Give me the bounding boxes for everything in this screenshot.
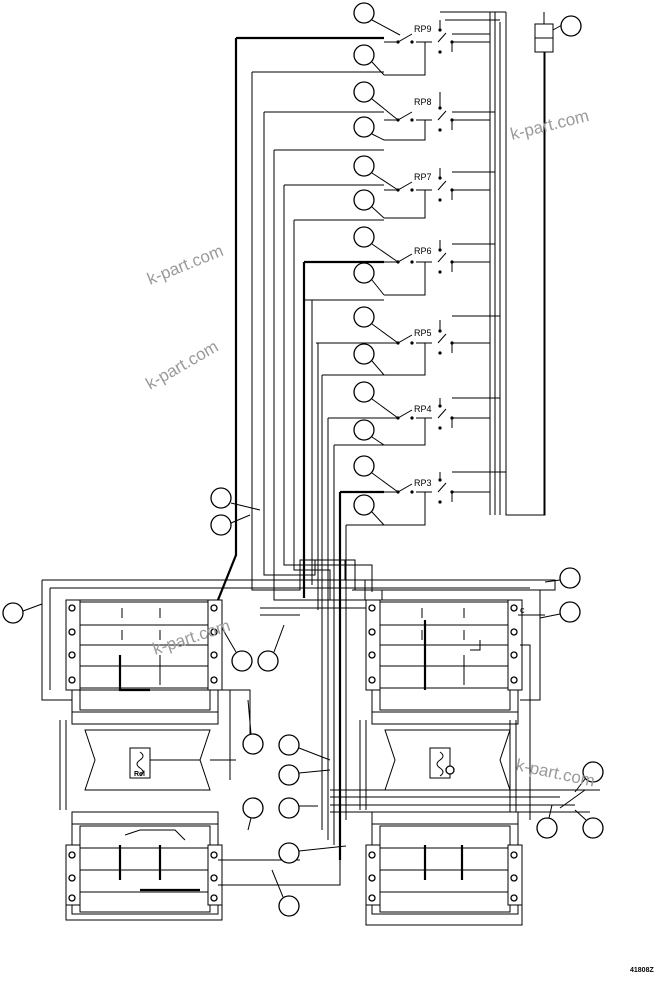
callout-balloon [278,734,300,756]
callout-balloon [559,567,581,589]
terminal-strip-right [207,844,223,906]
module-top-right: c [352,589,545,820]
callout-balloon [353,306,375,328]
callout-balloon [353,2,375,24]
terminal-strip-right [207,599,223,691]
callout-balloon [559,601,581,623]
callout-balloon [353,494,375,516]
housing-right [359,720,517,820]
callout-balloon [278,797,300,819]
relay-label: RP8 [414,97,432,107]
callout-balloon [353,419,375,441]
callout-balloon [242,733,264,755]
terminal-strip-left [65,599,81,691]
callout-balloon [353,226,375,248]
wire-harness [216,36,600,860]
relay-rp8: RP8 [384,92,495,141]
watermark: k-part.com [143,337,222,394]
terminal-strip-left [365,844,381,906]
terminal-strip-left [65,844,81,906]
terminal-strip-left [365,599,381,691]
c-mark: c [520,605,525,615]
relay-rp7: RP7 [384,168,495,219]
terminal-strip-right [507,599,523,691]
callout-balloon [536,817,558,839]
callout-balloon [582,761,604,783]
relay-rp4: RP4 [384,397,500,446]
callout-balloon [353,44,375,66]
callout-balloon [278,895,300,917]
relay-label: RP4 [414,404,432,414]
callout-balloon [353,455,375,477]
callout-balloon [353,189,375,211]
callout-balloon [231,650,253,672]
callout-balloon [257,650,279,672]
callout-balloon [353,81,375,103]
relay-rp6: RP6 [384,240,495,296]
callout-balloon [353,116,375,138]
module-top-left [41,579,556,780]
relay-label: RP7 [414,172,432,182]
callout-balloon [278,842,300,864]
callout-balloon [560,15,582,37]
watermark: k-part.com [508,106,591,144]
callout-balloon [278,764,300,786]
callout-balloon [353,343,375,365]
callout-balloon [582,817,604,839]
module-bottom-left [65,811,341,921]
callout-balloon [353,155,375,177]
relay-rp3: RP3 [384,471,506,526]
module-bottom-right [365,811,523,926]
callout-balloon [353,381,375,403]
terminal-strip-right [507,844,523,906]
watermark: k-part.com [144,241,226,289]
callout-balloon [2,602,24,624]
callout-balloon [210,514,232,536]
relay-label: RP6 [414,246,432,256]
callout-balloons [2,2,604,917]
rel-tag: Rel [134,771,145,778]
watermark: k-part.com [514,755,596,790]
relay-label: RP9 [414,24,432,34]
drawing-number: 41808Z [630,967,654,974]
callout-balloon [353,262,375,284]
callout-balloon [210,487,232,509]
relay-label: RP3 [414,478,432,488]
relay-rp5: RP5 [384,315,500,376]
relay-rp9: RP9 [384,20,490,76]
relay-column [440,11,563,516]
relay-label: RP5 [414,328,432,338]
callout-balloon [242,797,264,819]
housing-left: Rel [59,720,236,810]
